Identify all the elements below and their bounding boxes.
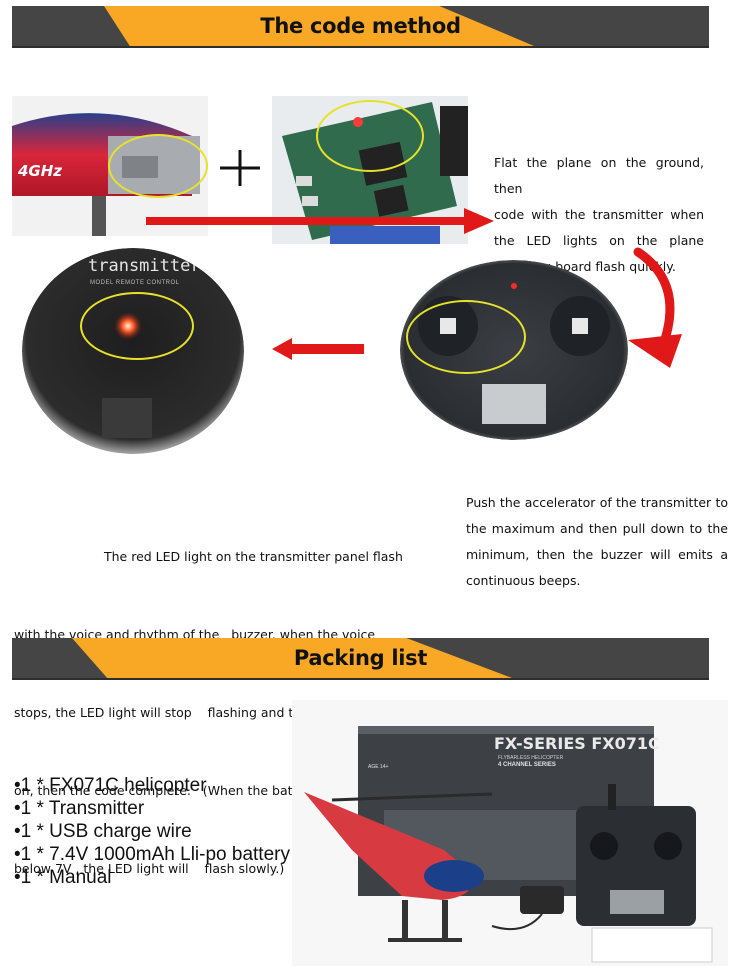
box-sub-label: FLYBARLESS HELICOPTER [498,755,564,761]
curved-arrow-icon [618,244,688,389]
transmitter-word-label: transmitter [88,256,201,276]
arrow-right-icon [146,208,496,239]
frequency-label: 4GHz [18,162,63,180]
highlight-ellipse [316,100,424,172]
step3-text: The red LED light on the transmitter pan… [14,492,454,908]
helicopter-receiver-photo: 4GHz [12,96,208,236]
box-age-label: AGE 14+ [368,764,389,770]
transmitter-sticks-photo [400,260,628,440]
text-line: Push the accelerator of the transmitter … [466,495,728,510]
highlight-ellipse [108,134,208,198]
text-line: the LED lights on the plane [494,233,704,248]
package-contents-photo: FX-SERIES FX071C FLYBARLESS HELICOPTER 4… [292,700,728,966]
plus-icon [218,148,262,193]
box-sub-label: 4 CHANNEL SERIES [498,762,556,768]
highlight-ellipse [80,292,194,360]
packing-list: •1 * FX071C helicopter •1 * Transmitter … [14,774,290,889]
step2-text: Push the accelerator of the transmitter … [466,490,728,594]
list-item: •1 * USB charge wire [14,821,192,842]
arrow-left-icon [272,338,366,365]
list-item: •1 * Manual [14,867,112,888]
text-line: below 7V , the LED light will flash slow… [14,861,285,876]
section-title: The code method [260,14,461,38]
highlight-ellipse [406,300,526,374]
transmitter-led-photo: transmitter MODEL REMOTE CONTROL [22,248,244,454]
section-header-code-method: The code method [12,6,709,48]
text-line: code with the transmitter when [494,207,704,222]
section-header-packing-list: Packing list [12,638,709,680]
text-line: the maximum and then pull down to the [466,521,728,536]
text-line: Flat the plane on the ground, then [494,155,704,196]
box-series-label: FX-SERIES FX071C [494,734,660,753]
text-line: continuous beeps. [466,573,581,588]
text-line: minimum, then the buzzer will emits a [466,547,728,562]
transmitter-sub-label: MODEL REMOTE CONTROL [90,280,180,286]
text-line: The red LED light on the transmitter pan… [104,549,403,564]
list-item: •1 * 7.4V 1000mAh Lli-po battery [14,844,290,865]
section-title: Packing list [293,646,428,670]
list-item: •1 * Transmitter [14,798,145,819]
list-item: •1 * FX071C helicopter [14,775,207,796]
